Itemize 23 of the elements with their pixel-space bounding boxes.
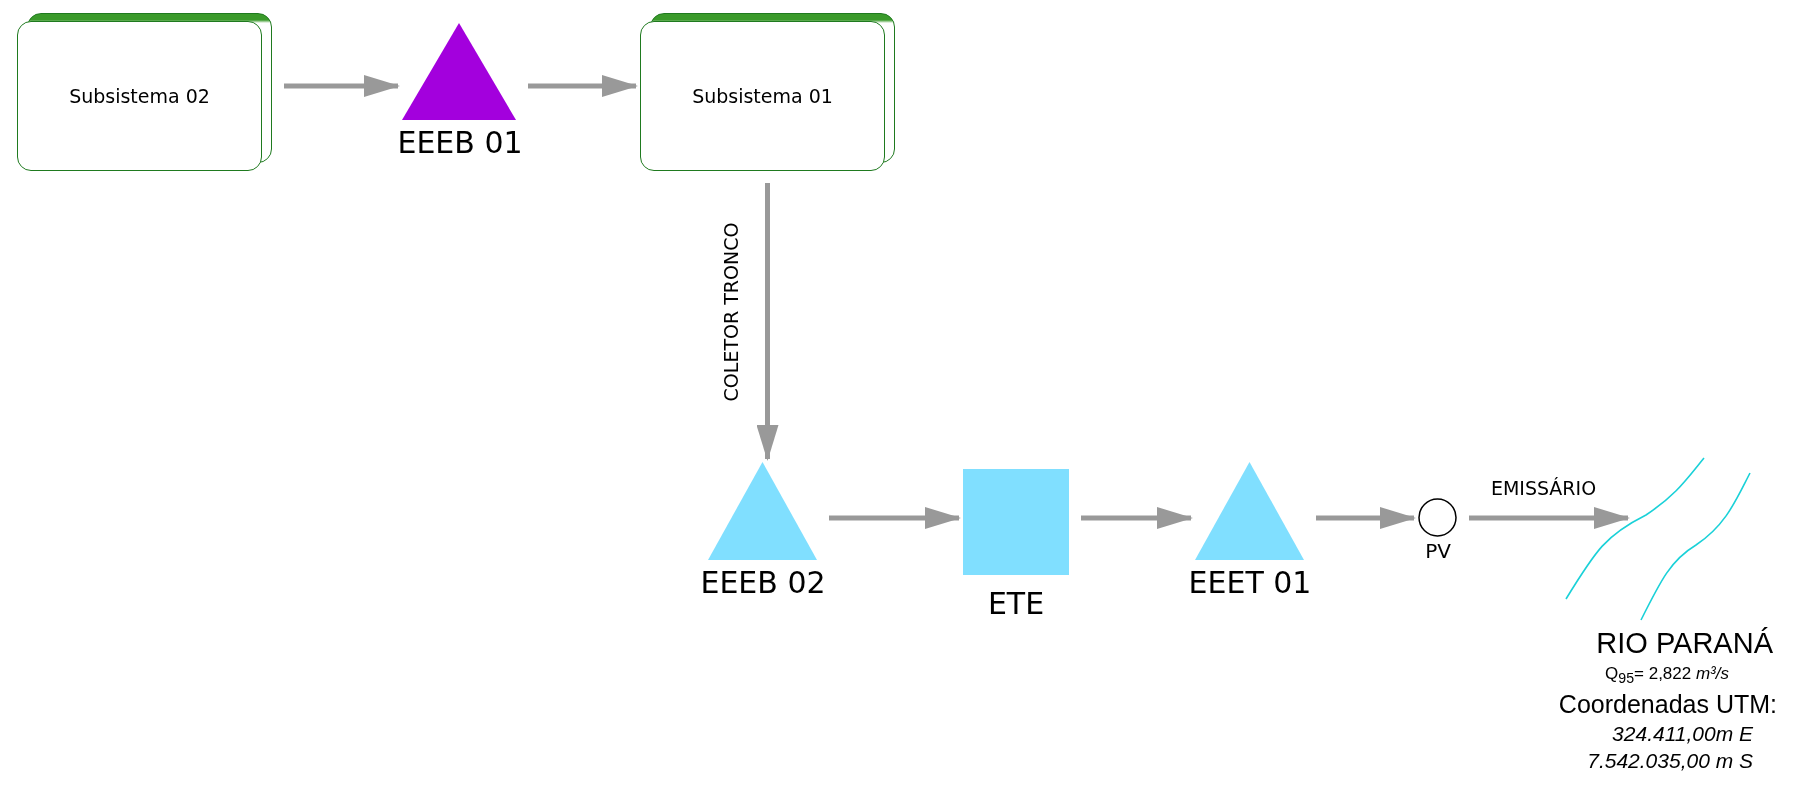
coordinate-value: 324.411,00m E	[1611, 721, 1754, 747]
flow-rate-note: Q$_{95}$= 2,822 m³/s	[1604, 662, 1730, 688]
station-label: ETE	[986, 589, 1046, 619]
coordinates-heading: Coordenadas UTM:	[1557, 688, 1778, 720]
flow-arrow	[1081, 507, 1193, 529]
station-label: EEEB 01	[396, 128, 524, 158]
flow-arrow	[829, 507, 961, 529]
box-label: Subsistema 02	[69, 85, 210, 107]
box-label: Subsistema 01	[692, 85, 833, 107]
station-label: EEEB 02	[699, 568, 827, 598]
flow-arrow	[1469, 507, 1630, 529]
coordinate-value: 7.542.035,00 m S	[1586, 748, 1754, 775]
flow-arrow	[756, 183, 779, 461]
flow-arrow	[284, 75, 400, 97]
flow-arrow	[1316, 507, 1416, 529]
river-name: RIO PARANÁ	[1595, 626, 1774, 661]
station-label: PV	[1424, 541, 1452, 561]
edge-label: EMISSÁRIO	[1490, 478, 1597, 498]
flow-arrow	[528, 75, 638, 97]
subsystem-box	[640, 13, 895, 171]
subsystem-box	[17, 13, 272, 171]
edge-label: COLETOR TRONCO	[721, 222, 740, 401]
station-label: EEET 01	[1187, 568, 1313, 598]
